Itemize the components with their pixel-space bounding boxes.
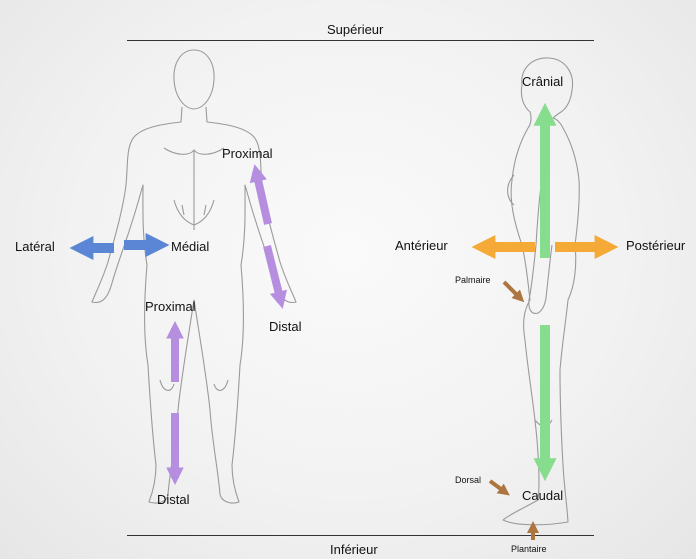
label-superieur: Supérieur <box>327 23 383 36</box>
label-palmaire: Palmaire <box>455 276 491 285</box>
label-plantaire: Plantaire <box>511 545 547 554</box>
label-proximal-leg: Proximal <box>145 300 196 313</box>
front-body-outline <box>92 50 296 503</box>
label-medial: Médial <box>171 240 209 253</box>
label-inferieur: Inférieur <box>330 543 378 556</box>
label-caudal: Caudal <box>522 489 563 502</box>
label-distal-leg: Distal <box>157 493 190 506</box>
label-anterieur: Antérieur <box>395 239 448 252</box>
label-posterieur: Postérieur <box>626 239 685 252</box>
label-proximal-arm: Proximal <box>222 147 273 160</box>
arm-distal-arrow <box>267 246 281 302</box>
label-lateral: Latéral <box>15 240 55 253</box>
label-dorsal: Dorsal <box>455 476 481 485</box>
dorsal-arrow <box>490 481 505 492</box>
label-distal-arm: Distal <box>269 320 302 333</box>
palmar-arrow <box>504 282 520 298</box>
label-cranial: Crânial <box>522 75 563 88</box>
